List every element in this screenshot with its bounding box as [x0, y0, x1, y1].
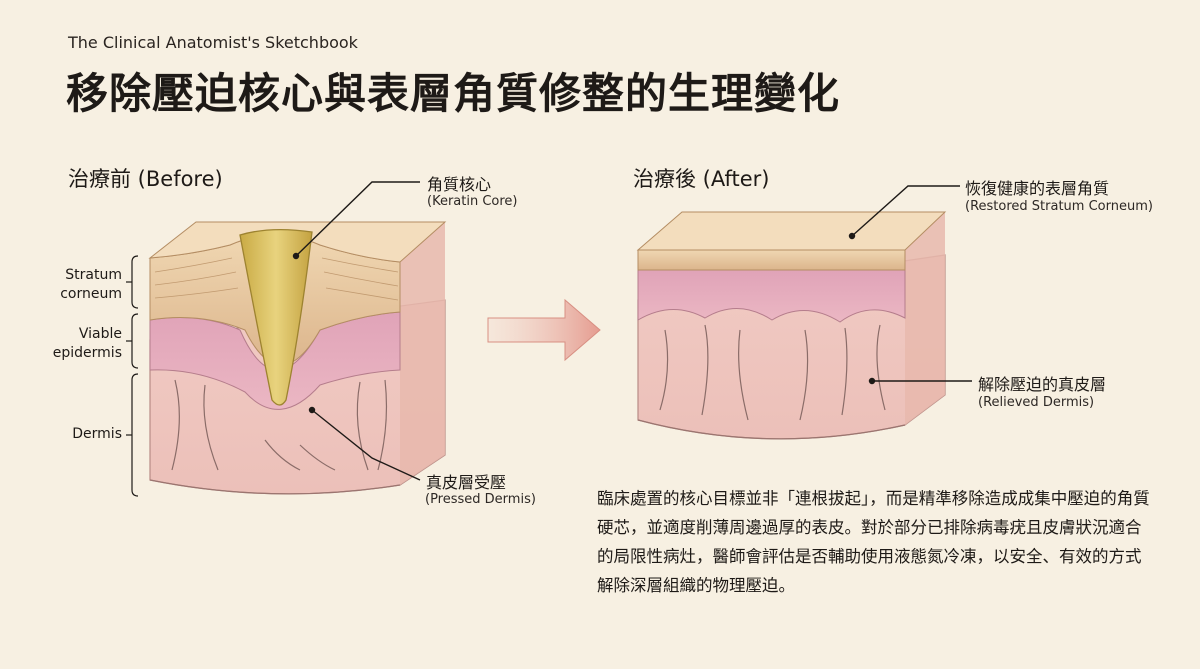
- after-vessels: [659, 324, 886, 421]
- label-dermis: Dermis: [72, 426, 122, 442]
- layer-brackets: [126, 255, 139, 497]
- before-panel-title: 治療前 (Before): [68, 167, 223, 191]
- leader-restored: [851, 185, 960, 237]
- before-stratum-texture: [154, 257, 399, 301]
- leader-relieved-dot: [868, 377, 876, 385]
- after-epidermis-layer: [637, 269, 906, 323]
- label-stratum-corneum: Stratum corneum: [30, 266, 122, 304]
- leader-keratin-core: [295, 181, 420, 257]
- label-restored-zh: 恢復健康的表層角質: [965, 179, 1110, 198]
- label-viable-line1: Viable: [78, 326, 122, 342]
- after-top-face: [636, 211, 947, 251]
- label-pressed-dermis-zh: 真皮層受壓: [426, 473, 507, 492]
- before-bottom-edge: [149, 479, 401, 495]
- bracket-viable: [131, 313, 139, 369]
- series-caption: The Clinical Anatomist's Sketchbook: [68, 33, 358, 52]
- leader-pressed-dermis: [311, 409, 421, 481]
- before-skin-block: [148, 221, 447, 495]
- label-viable-line2: epidermis: [52, 345, 122, 361]
- label-stratum-line2: corneum: [60, 286, 122, 302]
- label-viable-epidermis: Viable epidermis: [30, 325, 122, 363]
- label-relieved-en: (Relieved Dermis): [978, 395, 1095, 410]
- leader-restored-dot: [848, 232, 856, 240]
- after-panel-title: 治療後 (After): [633, 167, 770, 191]
- leader-keratin-core-dot: [292, 252, 300, 260]
- keratin-core-shape: [239, 228, 313, 406]
- after-bottom-edge: [637, 419, 906, 440]
- before-vessels: [171, 379, 388, 471]
- label-restored-en: (Restored Stratum Corneum): [965, 199, 1153, 214]
- label-pressed-dermis-en: (Pressed Dermis): [425, 492, 536, 507]
- after-side-face: [905, 212, 945, 425]
- bracket-stratum: [131, 255, 139, 309]
- label-keratin-core-en: (Keratin Core): [427, 194, 518, 209]
- after-skin-block: [636, 211, 947, 440]
- leader-pressed-dermis-dot: [308, 406, 316, 414]
- label-keratin-core-zh: 角質核心: [427, 175, 492, 194]
- transition-arrow: [487, 298, 601, 362]
- before-side-face: [400, 222, 445, 485]
- clinical-note: 臨床處置的核心目標並非「連根拔起」，而是精準移除造成成集中壓迫的角質硬芯，並適度…: [597, 489, 1150, 595]
- page-title: 移除壓迫核心與表層角質修整的生理變化: [66, 69, 841, 118]
- label-stratum-line1: Stratum: [65, 267, 122, 283]
- label-relieved-zh: 解除壓迫的真皮層: [978, 375, 1107, 394]
- bracket-dermis: [131, 373, 139, 497]
- leader-lines: [292, 181, 972, 481]
- after-stratum-layer: [637, 249, 906, 271]
